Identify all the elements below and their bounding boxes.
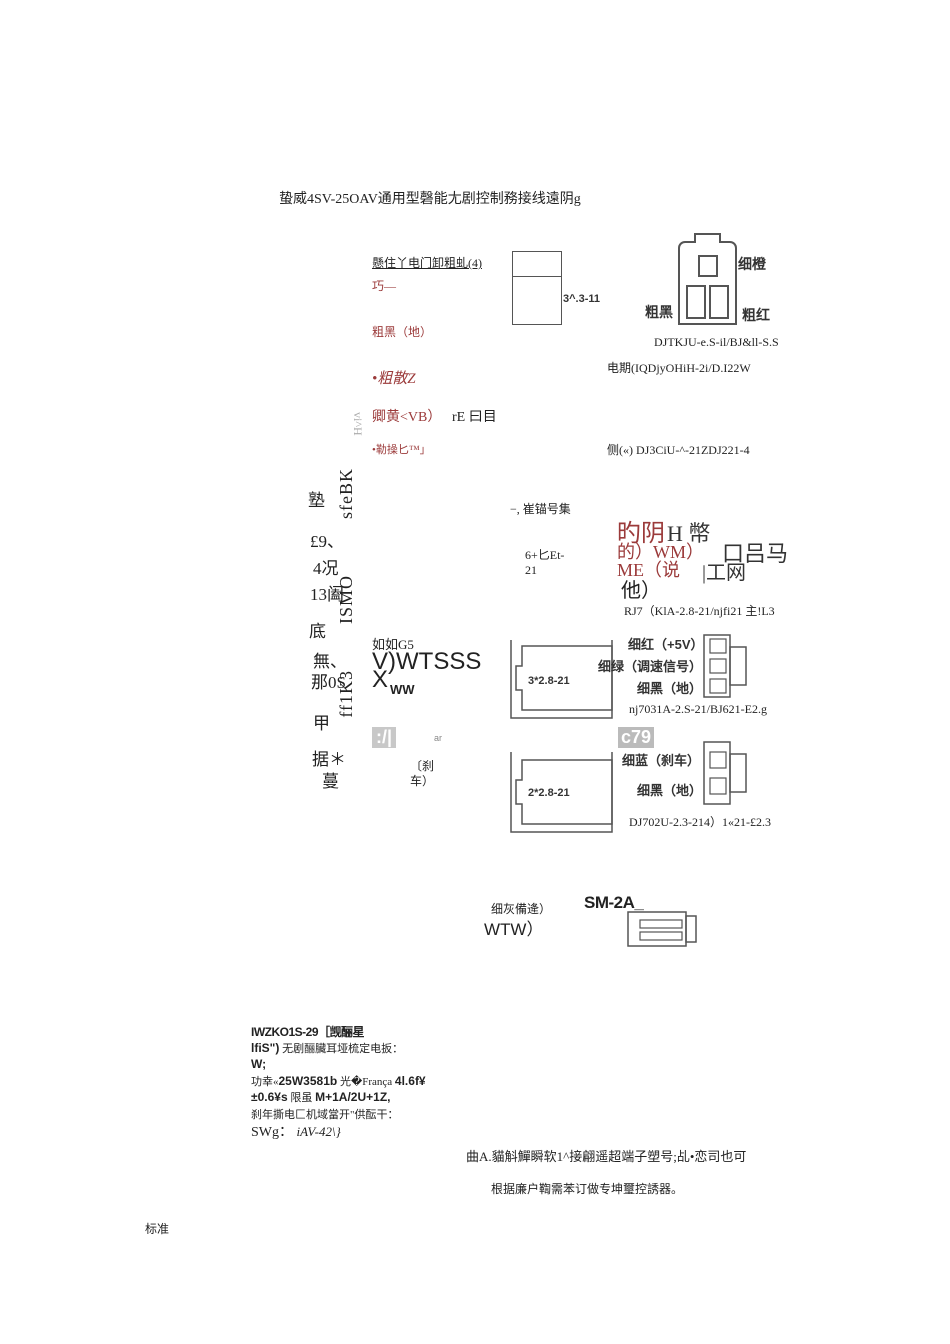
label-brake-1: 〔刹	[410, 759, 435, 773]
label-gray-wire: 细灰備逄）	[491, 902, 552, 916]
faded-text-2: ar	[434, 733, 443, 743]
model-code-6: DJ702U-2.3-214）1«21-£2.3	[629, 815, 771, 829]
spec-line2: lfiS") 无剧酾臟耳垭梳定电扳：	[251, 1040, 403, 1056]
connector-1-body	[512, 251, 562, 325]
vchar-2: £9、	[310, 532, 344, 551]
spec-line4b: 25W3581b	[278, 1074, 338, 1088]
vchar-3: 4况	[313, 559, 339, 578]
connector-2-label: 3*2.8-21	[528, 675, 570, 687]
spec-line2a: lfiS")	[251, 1041, 280, 1055]
pin-thick-red: 粗红	[742, 307, 770, 323]
spec-line6: 刹年撕电匚机域當开"供酝干：	[251, 1109, 399, 1121]
spec-line2b: 无剧酾臟耳垭梳定电扳：	[282, 1043, 404, 1055]
corner-label: 标准	[145, 1222, 170, 1236]
spec-line4c: 光�França	[339, 1076, 393, 1088]
big-text-1: 旳阴	[617, 521, 665, 547]
label-line6: •勒操匕™」	[372, 444, 431, 456]
label-brake-2: 车）	[410, 774, 435, 788]
label-sm2a: SM-2A_	[584, 893, 644, 912]
model-code-1: DJTKJU-e.S-il/BJ&ll-S.S	[654, 335, 779, 349]
vchar-9: 据＊	[312, 750, 346, 769]
spec-line5: ±0.6¥s 限虽 M+1A/2U+1Z,	[251, 1089, 391, 1105]
label-ruru-text: 如如G5	[372, 637, 414, 652]
pin-blue-brake: 细蓝（刹车）	[622, 753, 701, 768]
vcolumn-2: ISMO	[336, 575, 356, 625]
model-code-3: 侧(«) DJ3CiU-^-21ZDJ221-4	[607, 443, 750, 457]
model-code-4: RJ7（KlA-2.8-21/njfi21 主!L3	[624, 604, 775, 618]
vchar-5: 底	[309, 622, 326, 641]
spec-line4d: 4l.6f¥	[394, 1074, 426, 1088]
vchar-6: 無、	[313, 652, 347, 671]
vchar-4: 13阖	[310, 585, 344, 604]
spec-line3: W;	[251, 1057, 267, 1071]
faded-label-bar: :/| ar c79	[372, 727, 662, 749]
label-ruru: 如如G5	[372, 634, 414, 653]
big-text-2: 的）WM）	[617, 542, 704, 562]
label-switch-wire: 懸住丫电门卸粗虬(4)	[372, 256, 482, 270]
vcolumn-3: ff1K3	[336, 670, 356, 718]
connector-3-body	[510, 752, 613, 833]
model-code-5: nj7031A-2.S-21/BJ621-E2.g	[629, 702, 767, 716]
spec-line4: 功幸«25W3581b 光�França 4l.6f¥	[251, 1073, 426, 1089]
faded-text-1: :/|	[372, 727, 397, 748]
pin-green-speed: 细绿（调速信号）	[598, 659, 703, 674]
connector-1-label: 3^.3-11	[563, 293, 601, 305]
big-text-3: ME（说	[617, 560, 680, 580]
anchor-label: −, 崔锚号集	[510, 502, 571, 516]
pin-red-5v: 细红（+5V）	[628, 637, 704, 652]
pin-count-label: 6+匕Et-21	[525, 548, 565, 577]
spec-line5b: 限虽	[290, 1092, 313, 1104]
footer-note-2: 根据廉户鞫需苯订做专坤璽控誘器。	[491, 1182, 684, 1196]
big-text-4: 他）	[621, 580, 661, 602]
big-text-2b: 口吕马	[722, 541, 789, 566]
footer-note-1: 曲A.貓斛鱓瞬软1^接翩遥超端子塑号;乩•恋司也可	[466, 1149, 747, 1164]
label-re: rE 曰目	[452, 410, 497, 425]
vchar-1: 塾	[308, 491, 325, 510]
connector-3-label: 2*2.8-21	[528, 787, 570, 799]
plug-2pin-side-icon	[703, 741, 747, 805]
faded-text-3: c79	[618, 727, 655, 748]
sm-connector-icon	[627, 911, 697, 947]
label-yellow-vb: 卿黄<VB）	[372, 410, 442, 425]
label-x: X	[372, 666, 389, 693]
vertical-faint-text: vi^H	[351, 412, 365, 436]
vchar-8: 甲	[313, 714, 330, 733]
model-code-2: 电期(IQDjyOHiH-2i/D.I22W	[607, 361, 751, 375]
label-ww: WW	[390, 682, 415, 697]
big-text-3b: |工网	[702, 562, 747, 584]
label-wtsss: V)WTSSS	[372, 648, 482, 675]
vcolumn-1: sfeBK	[336, 468, 356, 519]
spec-line7a: SWg：	[251, 1125, 293, 1140]
vchar-10: 蔓	[322, 772, 339, 791]
page-title: 蛰威4SV-25OAV通用型磬能尢剧控制務接线遠阴g	[279, 192, 581, 207]
pin-orange: 细橙	[738, 256, 766, 272]
spec-line5c: M+1A/2U+1Z,	[315, 1090, 391, 1104]
spec-line7b: iAV-42\}	[296, 1124, 341, 1139]
pin-thick-black: 粗黑	[645, 304, 673, 320]
pin-black-ground-2: 细黑（地）	[637, 783, 703, 798]
label-thick-black: 粗黑（地）	[372, 325, 433, 339]
spec-line7: SWg： iAV-42\}	[251, 1121, 341, 1141]
label-line2: 巧—	[372, 279, 397, 293]
pin-black-ground: 细黑（地）	[637, 681, 703, 696]
plug-3pin-side-icon	[703, 634, 747, 698]
spec-line5a: ±0.6¥s	[251, 1090, 288, 1104]
connector-2-body	[510, 640, 613, 719]
label-thick-scatter: •粗散Z	[372, 371, 416, 387]
plug-3pin-icon	[678, 233, 737, 325]
big-text-1b: H 幣	[667, 521, 711, 546]
spec-line4a: 功幸«	[251, 1076, 279, 1088]
spec-model: IWZKO1S-29［觊酾星	[251, 1025, 365, 1039]
label-wtw: WTW）	[484, 920, 544, 939]
vchar-7: 那0S	[311, 673, 346, 692]
